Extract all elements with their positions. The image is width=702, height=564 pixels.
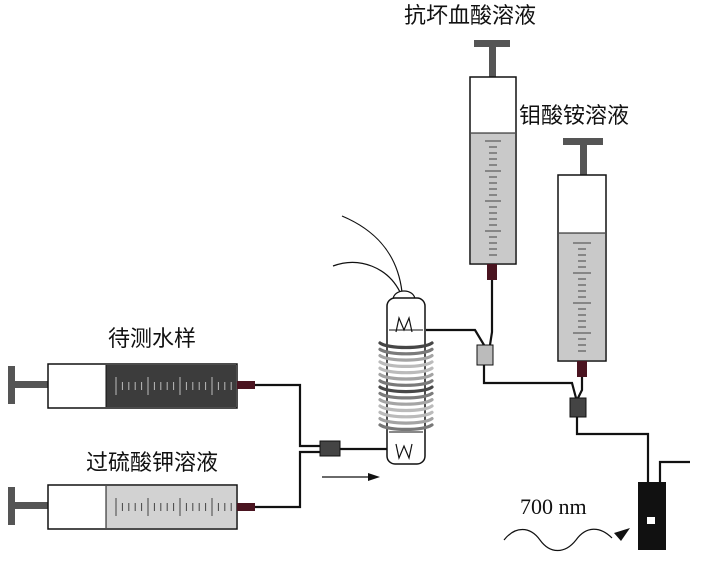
coil-turn xyxy=(378,341,434,350)
ascorbic-syringe xyxy=(469,40,517,280)
detector-window xyxy=(647,517,655,524)
persulfate-syringe xyxy=(8,484,255,530)
coil-turn xyxy=(378,372,434,381)
coil-turn xyxy=(378,360,434,368)
molybdate-tip xyxy=(577,361,587,377)
molybdate-syringe xyxy=(557,138,607,377)
ascorbic-acid-label: 抗坏血酸溶液 xyxy=(404,4,537,29)
tubing xyxy=(255,280,690,509)
water-sample-label: 待测水样 xyxy=(108,327,197,352)
uv-digestion-lamp xyxy=(332,215,434,465)
water-liquid xyxy=(106,365,236,407)
coil-turn xyxy=(378,366,434,375)
persulfate-label: 过硫酸钾溶液 xyxy=(86,451,219,476)
ascorbic-tip xyxy=(487,264,497,280)
mixing-connector-2 xyxy=(476,344,494,366)
coil-turn xyxy=(378,391,434,400)
mixing-connector-1 xyxy=(319,440,341,457)
coil-turn xyxy=(378,385,434,394)
water-tip xyxy=(237,381,255,389)
coil-turn xyxy=(378,347,434,356)
molybdate-plunger-head xyxy=(563,138,603,145)
ascorbic-plunger-head xyxy=(474,40,510,47)
coil-turn xyxy=(378,354,434,362)
coil-turn xyxy=(378,423,434,431)
persulfate-plunger-rod xyxy=(14,502,48,509)
molybdate-plunger-rod xyxy=(580,144,587,176)
persulfate-tip xyxy=(237,503,255,511)
heating-coil xyxy=(378,341,434,431)
mixing-connector-3 xyxy=(569,397,587,418)
ammonium-molybdate-label: 钼酸铵溶液 xyxy=(519,104,630,129)
light-wave xyxy=(503,528,613,552)
water-sample-syringe xyxy=(8,363,255,409)
quartz-tube xyxy=(386,297,426,465)
ascorbic-liquid xyxy=(471,133,515,263)
coil-turn xyxy=(378,398,434,406)
coil-turn xyxy=(378,404,434,413)
coil-turn xyxy=(378,417,434,425)
light-wave-arrowhead xyxy=(614,528,630,541)
ascorbic-plunger-rod xyxy=(489,46,496,78)
coil-turn xyxy=(378,379,434,387)
persulfate-plunger-head xyxy=(8,487,15,525)
flow-arrow xyxy=(322,473,380,481)
persulfate-liquid xyxy=(106,486,236,528)
water-plunger-rod xyxy=(14,381,48,388)
coil-turn xyxy=(378,410,434,419)
water-plunger-head xyxy=(8,366,15,404)
wavelength-label: 700 nm xyxy=(520,494,587,519)
detector-cuvette xyxy=(638,482,666,550)
